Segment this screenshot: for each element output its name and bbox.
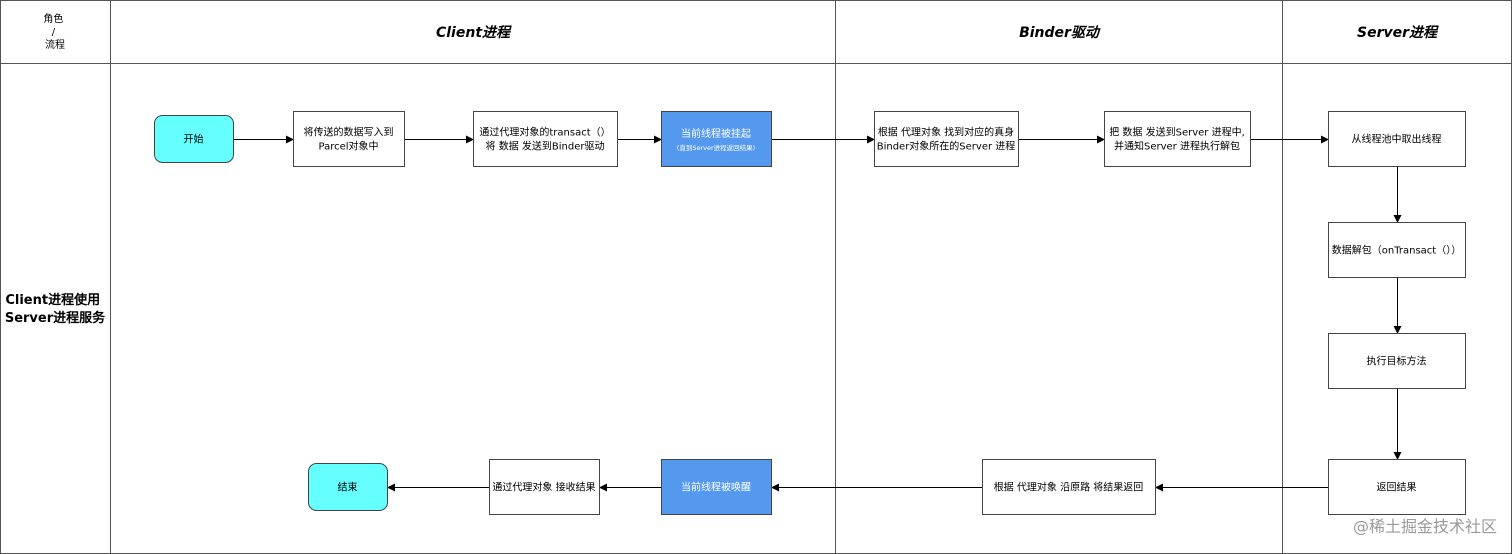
node-label-line: 通过代理对象 接收结果 xyxy=(492,481,595,494)
node-label-line: 当前线程被挂起 xyxy=(681,127,751,140)
node-start: 开始 xyxy=(154,115,234,163)
node-take-thread: 从线程池中取出线程 xyxy=(1328,111,1466,167)
node-label-line: 将传送的数据写入到 xyxy=(304,126,394,139)
node-box xyxy=(661,459,772,515)
lane-title-server: Server进程 xyxy=(1357,25,1439,41)
node-label-line: 当前线程被唤醒 xyxy=(681,481,751,494)
node-box xyxy=(154,115,234,163)
node-end: 结束 xyxy=(308,463,388,511)
node-box xyxy=(661,111,772,167)
node-receive: 通过代理对象 接收结果 xyxy=(489,459,600,515)
corner-line-slash: / xyxy=(52,27,56,38)
node-box xyxy=(1328,111,1466,167)
node-box xyxy=(1328,222,1466,278)
node-label-line: Binder对象所在的Server 进程 xyxy=(877,140,1016,153)
node-exec-target: 执行目标方法 xyxy=(1328,333,1466,389)
node-box xyxy=(489,459,600,515)
row-label: Client进程使用 Server进程服务 xyxy=(5,292,106,326)
node-label-line: 返回结果 xyxy=(1377,481,1417,494)
node-send-server: 把 数据 发送到Server 进程中,并通知Server 进程执行解包 xyxy=(1104,111,1251,167)
node-box xyxy=(1328,459,1466,515)
row-label-line-1: Client进程使用 xyxy=(5,292,100,308)
node-transact: 通过代理对象的transact（）将 数据 发送到Binder驱动 xyxy=(473,111,618,167)
corner-label: 角色 / 流程 xyxy=(43,12,66,51)
node-label-line: Parcel对象中 xyxy=(318,140,378,153)
node-label-line: 根据 代理对象 找到对应的真身 xyxy=(878,126,1014,139)
row-label-line-2: Server进程服务 xyxy=(5,310,106,326)
node-label-line: 开始 xyxy=(184,133,204,146)
node-label-line: 根据 代理对象 沿原路 将结果返回 xyxy=(994,481,1144,494)
watermark: @稀土掘金技术社区 xyxy=(1353,517,1497,536)
node-sub-label: (直到Server进程返回结果) xyxy=(677,143,755,152)
node-unpack: 数据解包（onTransact（）） xyxy=(1328,222,1466,278)
node-label-line: 把 数据 发送到Server 进程中, xyxy=(1109,126,1245,139)
lane-title-binder: Binder驱动 xyxy=(1019,25,1101,41)
lane-title-client: Client进程 xyxy=(436,25,512,41)
node-label-line: 通过代理对象的transact（） xyxy=(479,126,610,139)
flow-edges xyxy=(234,135,1402,492)
node-label-line: 并通知Server 进程执行解包 xyxy=(1114,140,1240,153)
node-return-path: 根据 代理对象 沿原路 将结果返回 xyxy=(982,459,1156,515)
node-box xyxy=(874,111,1019,167)
node-box xyxy=(1328,333,1466,389)
node-box xyxy=(473,111,618,167)
node-suspend: 当前线程被挂起 (直到Server进程返回结果) xyxy=(661,111,772,167)
node-box xyxy=(308,463,388,511)
node-label-line: 结束 xyxy=(338,481,358,494)
node-label-line: 数据解包（onTransact（）） xyxy=(1332,244,1461,257)
node-box xyxy=(982,459,1156,515)
node-return-result: 返回结果 xyxy=(1328,459,1466,515)
corner-line-role: 角色 xyxy=(43,12,63,25)
node-label-line: 从线程池中取出线程 xyxy=(1352,133,1442,146)
corner-line-flow: 流程 xyxy=(45,38,65,51)
node-label-line: 将 数据 发送到Binder驱动 xyxy=(486,140,605,153)
node-label-line: 执行目标方法 xyxy=(1367,355,1427,368)
node-box xyxy=(293,111,405,167)
node-wake: 当前线程被唤醒 xyxy=(661,459,772,515)
node-box xyxy=(1104,111,1251,167)
